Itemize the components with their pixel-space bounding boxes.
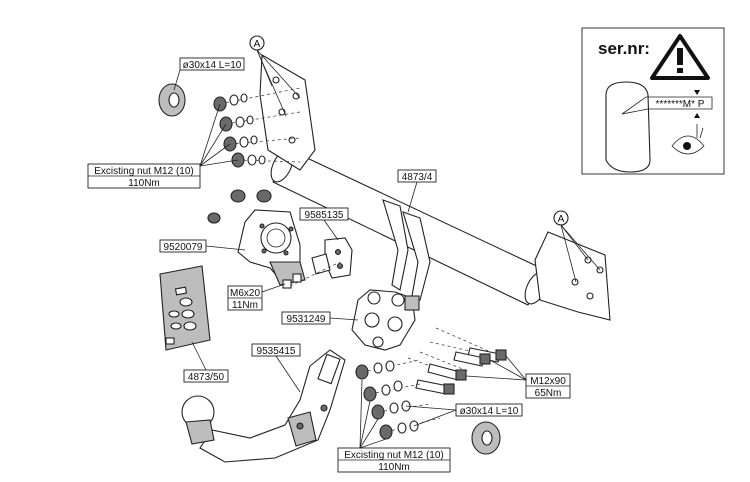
marker-a-right-text: A bbox=[558, 214, 565, 225]
marker-a-right: A bbox=[553, 210, 601, 283]
label-bracket-9520079: 9520079 bbox=[159, 239, 246, 253]
right-side-bracket bbox=[534, 231, 611, 321]
label-kit-card-text: 4873/50 bbox=[188, 372, 225, 383]
socket-plate-9585135 bbox=[311, 237, 353, 279]
label-m12-line2: 65Nm bbox=[535, 388, 562, 399]
label-m6-line2: 11Nm bbox=[232, 300, 258, 311]
label-m6-screws: M6x20 11Nm bbox=[227, 283, 286, 311]
label-m12-line1: M12x90 bbox=[530, 376, 566, 387]
label-m6-line1: M6x20 bbox=[230, 288, 260, 299]
warning-triangle-icon bbox=[650, 34, 710, 80]
label-bottom-nut-line1: Excisting nut M12 (10) bbox=[344, 450, 444, 461]
left-nuts-top bbox=[207, 189, 272, 224]
serial-number-panel: ser.nr: *******M* P bbox=[581, 27, 725, 175]
label-socket-plate: 9585135 bbox=[299, 207, 349, 241]
towball-9535415 bbox=[181, 349, 346, 463]
label-towball-text: 9535415 bbox=[257, 346, 296, 357]
label-bolts-m12x90: M12x90 65Nm bbox=[465, 355, 571, 399]
label-top-nut-line1: Excisting nut M12 (10) bbox=[94, 166, 194, 177]
crossbar-tube bbox=[270, 149, 548, 306]
label-crossbar: 4873/4 bbox=[397, 169, 437, 213]
marker-a-left: A bbox=[249, 35, 301, 117]
top-washer-large bbox=[158, 83, 186, 117]
label-bracket-text: 9520079 bbox=[164, 242, 203, 253]
m6-screws bbox=[282, 261, 341, 289]
marker-a-left-text: A bbox=[254, 39, 261, 50]
bottom-washer-large bbox=[471, 421, 501, 455]
label-top-nut-line2: 110Nm bbox=[128, 178, 160, 189]
eye-icon bbox=[671, 124, 705, 155]
label-top-nut: Excisting nut M12 (10) 110Nm bbox=[87, 103, 239, 189]
label-towball: 9535415 bbox=[251, 343, 301, 393]
left-side-bracket bbox=[259, 54, 316, 171]
label-crossbar-text: 4873/4 bbox=[402, 172, 433, 183]
right-bolts-m12x90 bbox=[407, 327, 507, 395]
label-top-washer: ø30x14 L=10 bbox=[173, 57, 245, 91]
label-bottom-nut: Excisting nut M12 (10) 110Nm bbox=[337, 379, 451, 473]
label-bottom-nut-line2: 110Nm bbox=[378, 462, 410, 473]
label-ball-holder-text: 9531249 bbox=[287, 314, 326, 325]
label-bottom-washer: ø30x14 L=10 bbox=[405, 403, 523, 427]
label-top-washer-text: ø30x14 L=10 bbox=[183, 60, 242, 71]
serial-plate-text: *******M* P bbox=[656, 99, 705, 110]
label-bottom-washer-text: ø30x14 L=10 bbox=[460, 406, 519, 417]
ball-holder-9531249 bbox=[351, 289, 420, 351]
kit-card-4873-50 bbox=[159, 265, 211, 351]
label-kit-card: 4873/50 bbox=[183, 341, 229, 383]
bottom-nut-stack bbox=[355, 359, 441, 440]
serial-panel-title: ser.nr: bbox=[598, 39, 650, 58]
label-ball-holder: 9531249 bbox=[281, 311, 359, 325]
label-socket-plate-text: 9585135 bbox=[305, 210, 344, 221]
